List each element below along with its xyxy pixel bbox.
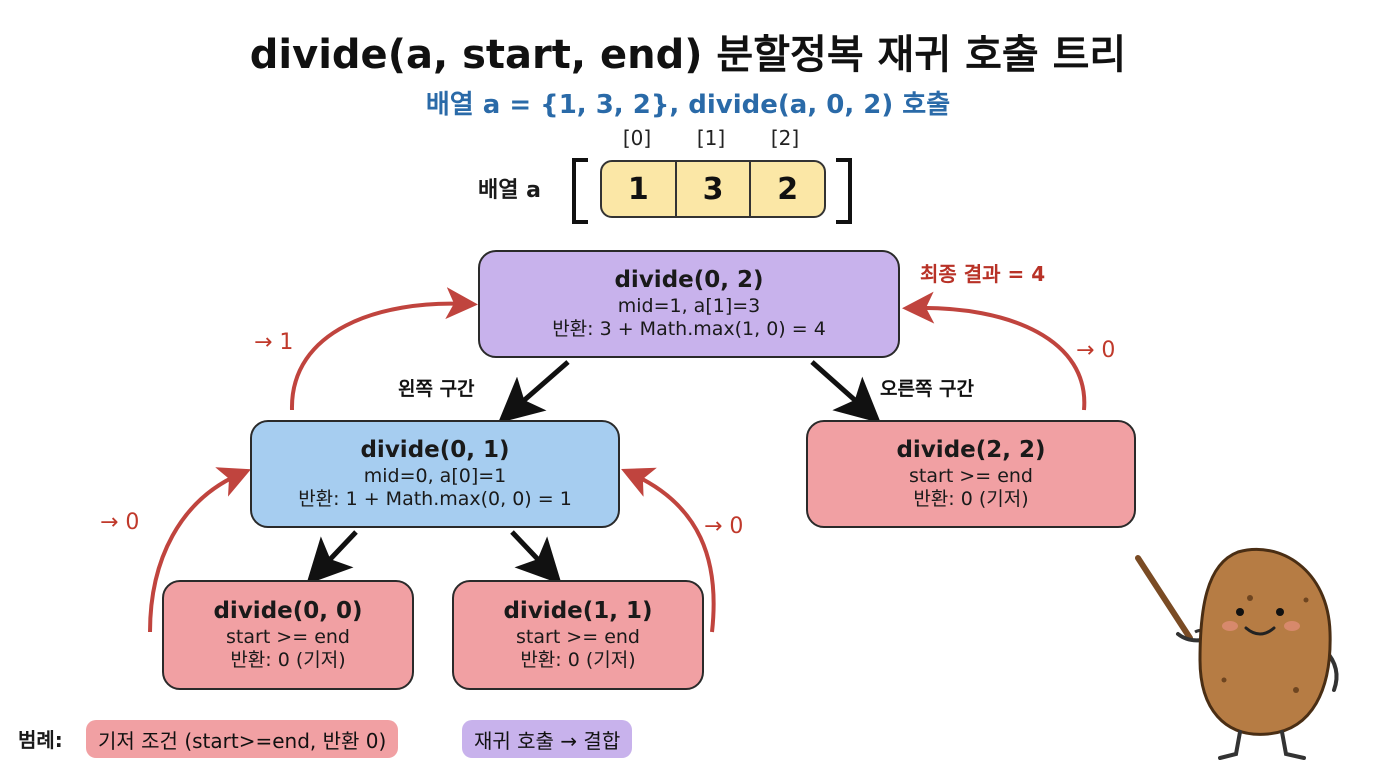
node-line: start >= end [909, 464, 1033, 487]
node-divide-0-2: divide(0, 2) mid=1, a[1]=3 반환: 3 + Math.… [478, 250, 900, 358]
diagram-subtitle: 배열 a = {1, 3, 2}, divide(a, 0, 2) 호출 [425, 90, 951, 120]
node-line: start >= end [516, 625, 640, 648]
node-divide-0-0: divide(0, 0) start >= end 반환: 0 (기저) [162, 580, 414, 690]
final-result-label: 최종 결과 = 4 [920, 262, 1046, 286]
node-title: divide(0, 1) [360, 436, 510, 463]
legend-label: 범례: [18, 728, 63, 752]
return-value-lr-to-left: → 0 [704, 514, 744, 539]
return-arrow-lr-left [621, 467, 716, 633]
legend-base-case: 기저 조건 (start>=end, 반환 0) [86, 720, 399, 758]
node-title: divide(1, 1) [503, 597, 653, 624]
node-return: 반환: 0 (기저) [913, 488, 1029, 511]
legend-recursion: 재귀 호출 → 결합 [462, 720, 633, 758]
node-return: 반환: 0 (기저) [230, 649, 346, 672]
node-return: 반환: 3 + Math.max(1, 0) = 4 [552, 318, 826, 341]
node-line: mid=0, a[0]=1 [363, 464, 507, 487]
array-cell-2: 2 [749, 162, 824, 216]
call-arrow-left-ll [306, 530, 358, 585]
array-box: 1 3 2 [600, 160, 826, 218]
node-line: mid=1, a[1]=3 [617, 294, 761, 317]
return-arrow-ll-left [148, 467, 252, 633]
array-index-2: [2] [770, 126, 800, 150]
return-value-left-to-root: → 1 [254, 330, 294, 355]
array-cell-1: 3 [674, 162, 750, 216]
diagram-title: divide(a, start, end) 분할정복 재귀 호출 트리 [249, 32, 1127, 78]
node-return: 반환: 0 (기저) [520, 649, 636, 672]
node-return: 반환: 1 + Math.max(0, 0) = 1 [298, 488, 572, 511]
array-label: 배열 a [478, 178, 541, 203]
array-index-1: [1] [696, 126, 726, 150]
potato-mascot-icon [1135, 547, 1339, 760]
node-divide-1-1: divide(1, 1) start >= end 반환: 0 (기저) [452, 580, 704, 690]
return-value-ll-to-left: → 0 [100, 510, 140, 535]
node-divide-0-1: divide(0, 1) mid=0, a[0]=1 반환: 1 + Math.… [250, 420, 620, 528]
node-title: divide(0, 0) [213, 597, 363, 624]
return-value-right-to-root: → 0 [1076, 338, 1116, 363]
call-arrow-root-left [497, 360, 570, 424]
edge-label-left: 왼쪽 구간 [398, 378, 475, 400]
call-arrow-left-lr [510, 530, 562, 585]
array-bracket-right [836, 158, 852, 224]
edge-label-right: 오른쪽 구간 [880, 378, 975, 400]
array-index-0: [0] [622, 126, 652, 150]
node-line: start >= end [226, 625, 350, 648]
return-arrow-left-root [289, 287, 478, 411]
array-cell-0: 1 [627, 171, 649, 207]
node-title: divide(0, 2) [614, 266, 764, 293]
return-arrow-right-root [902, 291, 1087, 411]
call-arrow-root-right [810, 360, 881, 424]
node-divide-2-2: divide(2, 2) start >= end 반환: 0 (기저) [806, 420, 1136, 528]
array-bracket-left [572, 158, 588, 224]
node-title: divide(2, 2) [896, 436, 1046, 463]
